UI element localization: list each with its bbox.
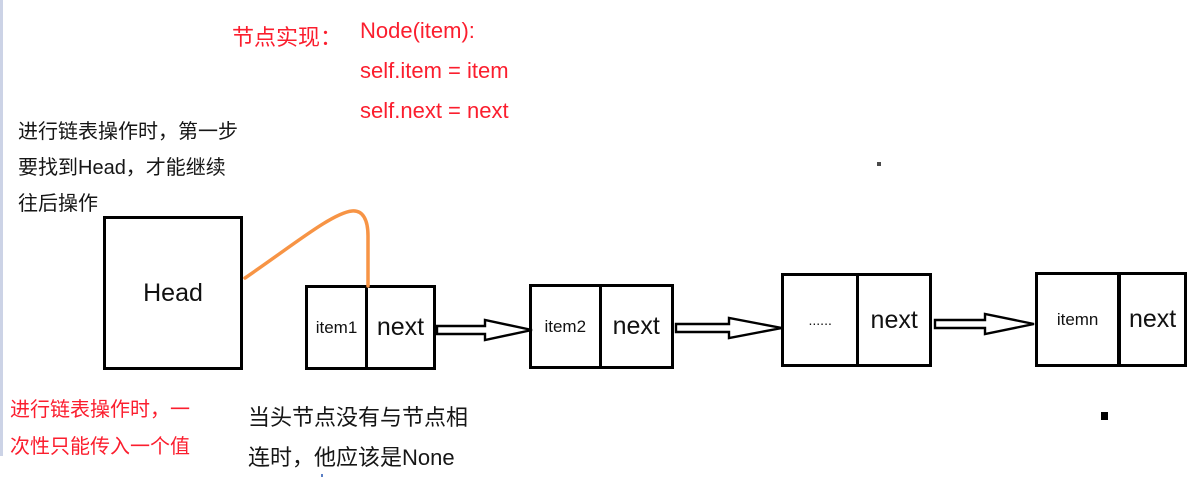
top-left-note-line-3: 往后操作 bbox=[18, 193, 98, 215]
stray-blue-dot bbox=[321, 474, 323, 477]
node-4-next-cell: next bbox=[1128, 305, 1177, 333]
bottom-center-note-line-2: 连时，他应该是None bbox=[248, 445, 455, 470]
code-note-lines: Node(item): self.item = item self.next =… bbox=[360, 11, 509, 131]
list-node-1: item1 next bbox=[305, 285, 436, 370]
node-3-item-cell: ...... bbox=[784, 276, 860, 364]
top-left-note: 进行链表操作时，第一步 要找到Head，才能继续 往后操作 bbox=[18, 114, 238, 222]
list-node-ellipsis: ...... next bbox=[781, 273, 932, 367]
node-1-item-cell: item1 bbox=[308, 288, 368, 367]
list-node-n: itemn next bbox=[1035, 272, 1187, 367]
node-2-next-cell: next bbox=[612, 312, 660, 340]
node-4-item-cell: itemn bbox=[1038, 275, 1122, 364]
list-node-2: item2 next bbox=[529, 284, 674, 369]
head-box: Head bbox=[103, 216, 243, 370]
arrow-node2-to-node3 bbox=[674, 316, 783, 340]
head-to-node1-pointer-curve bbox=[243, 209, 370, 288]
code-note-label: 节点实现： bbox=[232, 25, 343, 50]
bottom-left-note: 进行链表操作时，一 次性只能传入一个值 bbox=[10, 392, 190, 466]
node-1-next-cell: next bbox=[376, 313, 425, 341]
stray-dot bbox=[877, 162, 881, 166]
code-line-1: Node(item): bbox=[360, 18, 475, 43]
window-edge-strip bbox=[0, 0, 3, 456]
code-line-3: self.next = next bbox=[360, 98, 509, 123]
code-line-2: self.item = item bbox=[360, 58, 509, 83]
stray-square-dot bbox=[1101, 412, 1108, 420]
bottom-center-note-line-1: 当头节点没有与节点相 bbox=[248, 405, 469, 430]
head-box-label: Head bbox=[143, 278, 203, 307]
arrow-node3-to-node4 bbox=[933, 312, 1035, 336]
node-2-item-cell: item2 bbox=[532, 287, 602, 366]
node-3-next-cell: next bbox=[870, 305, 918, 334]
bottom-left-note-line-2: 次性只能传入一个值 bbox=[10, 436, 190, 458]
arrow-node1-to-node2 bbox=[435, 318, 533, 342]
bottom-center-note: 当头节点没有与节点相 连时，他应该是None bbox=[248, 398, 468, 478]
top-left-note-line-1: 进行链表操作时，第一步 bbox=[18, 121, 238, 143]
top-left-note-line-2: 要找到Head，才能继续 bbox=[18, 157, 226, 179]
bottom-left-note-line-1: 进行链表操作时，一 bbox=[10, 399, 190, 421]
